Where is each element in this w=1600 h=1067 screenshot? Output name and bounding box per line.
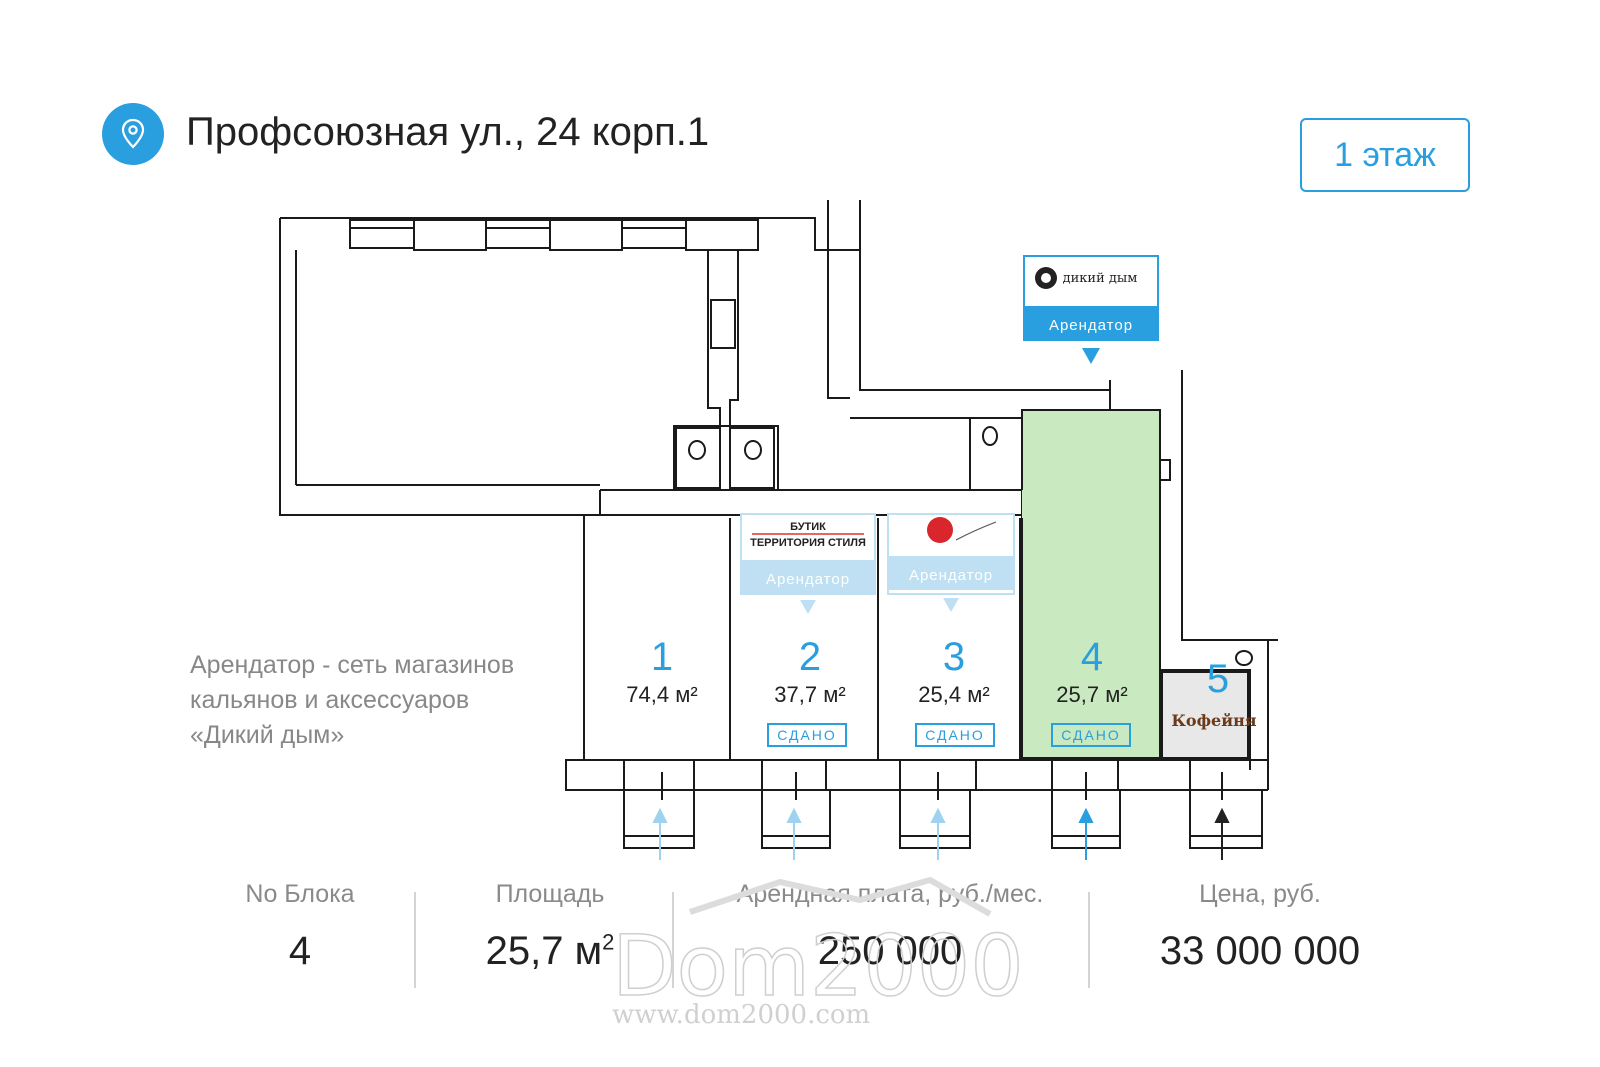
tenant-badge-label: Арендатор xyxy=(766,571,850,588)
unit-4-status: СДАНО xyxy=(1061,727,1121,743)
unit-1-area: 74,4 м² xyxy=(626,682,697,707)
area-value: 25,7 м2 xyxy=(485,929,615,973)
location-pin-icon xyxy=(102,103,164,165)
unit-3-number: 3 xyxy=(943,635,965,679)
unit-5-area[interactable] xyxy=(1161,671,1249,759)
tenant-logo-line-1: БУТИК xyxy=(790,521,826,533)
price-stat: Цена, руб. 33 000 000 xyxy=(1130,880,1390,974)
floor-plan: БУТИК ТЕРРИТОРИЯ СТИЛЯ Арендатор Арендат… xyxy=(279,200,1278,860)
price-label: Цена, руб. xyxy=(1199,880,1321,908)
block-label: No Блока xyxy=(245,880,355,908)
price-value: 33 000 000 xyxy=(1159,929,1361,973)
tenant-logo-icon xyxy=(927,517,953,543)
watermark-url: www.dom2000.com xyxy=(612,1000,871,1030)
stats-divider xyxy=(672,892,674,988)
page-title: Профсоюзная ул., 24 корп.1 xyxy=(186,110,710,154)
tenant-description-line: Арендатор - сеть магазинов xyxy=(190,651,515,679)
unit-4-number: 4 xyxy=(1081,635,1103,679)
tenant-badge-unit-2[interactable]: БУТИК ТЕРРИТОРИЯ СТИЛЯ Арендатор xyxy=(740,513,876,614)
unit-5-number: 5 xyxy=(1207,657,1229,701)
tenant-description-line: кальянов и аксессуаров xyxy=(190,686,470,714)
area-stat: Площадь 25,7 м2 xyxy=(440,880,660,974)
stats-divider xyxy=(1088,892,1090,988)
unit-5-label: Кофейня xyxy=(1171,711,1256,730)
unit-3-area: 25,4 м² xyxy=(918,682,989,707)
rent-stat: Арендная плата, руб./мес. 250 000 xyxy=(700,880,1080,974)
unit-3-status: СДАНО xyxy=(925,727,985,743)
featured-tenant-badge[interactable]: дикий дым Арендатор xyxy=(1023,255,1159,364)
featured-tenant-logo: дикий дым xyxy=(1063,271,1138,286)
area-label: Площадь xyxy=(495,880,605,908)
unit-4-area: 25,7 м² xyxy=(1056,682,1127,707)
tenant-badge-label: Арендатор xyxy=(909,567,993,584)
tenant-description-line: «Дикий дым» xyxy=(190,721,345,749)
unit-1-number: 1 xyxy=(651,635,673,679)
stats-divider xyxy=(414,892,416,988)
featured-tenant-badge-label: Арендатор xyxy=(1049,317,1133,334)
floor-selector-button[interactable]: 1 этаж xyxy=(1300,118,1470,192)
entrance-arrows xyxy=(652,807,1230,860)
rent-value: 250 000 xyxy=(817,929,963,973)
tenant-logo-line-2: ТЕРРИТОРИЯ СТИЛЯ xyxy=(750,537,866,549)
unit-2-area: 37,7 м² xyxy=(774,682,845,707)
unit-2-number: 2 xyxy=(799,635,821,679)
rent-label: Арендная плата, руб./мес. xyxy=(736,880,1044,908)
block-stat: No Блока 4 xyxy=(200,880,400,974)
unit-stats: No Блока 4 Площадь 25,7 м2 Арендная плат… xyxy=(0,880,1600,1020)
tenant-badge-unit-3[interactable]: Арендатор xyxy=(887,513,1015,612)
unit-2-status: СДАНО xyxy=(777,727,837,743)
block-value: 4 xyxy=(288,929,312,973)
tenant-description: Арендатор - сеть магазинов кальянов и ак… xyxy=(190,648,570,753)
